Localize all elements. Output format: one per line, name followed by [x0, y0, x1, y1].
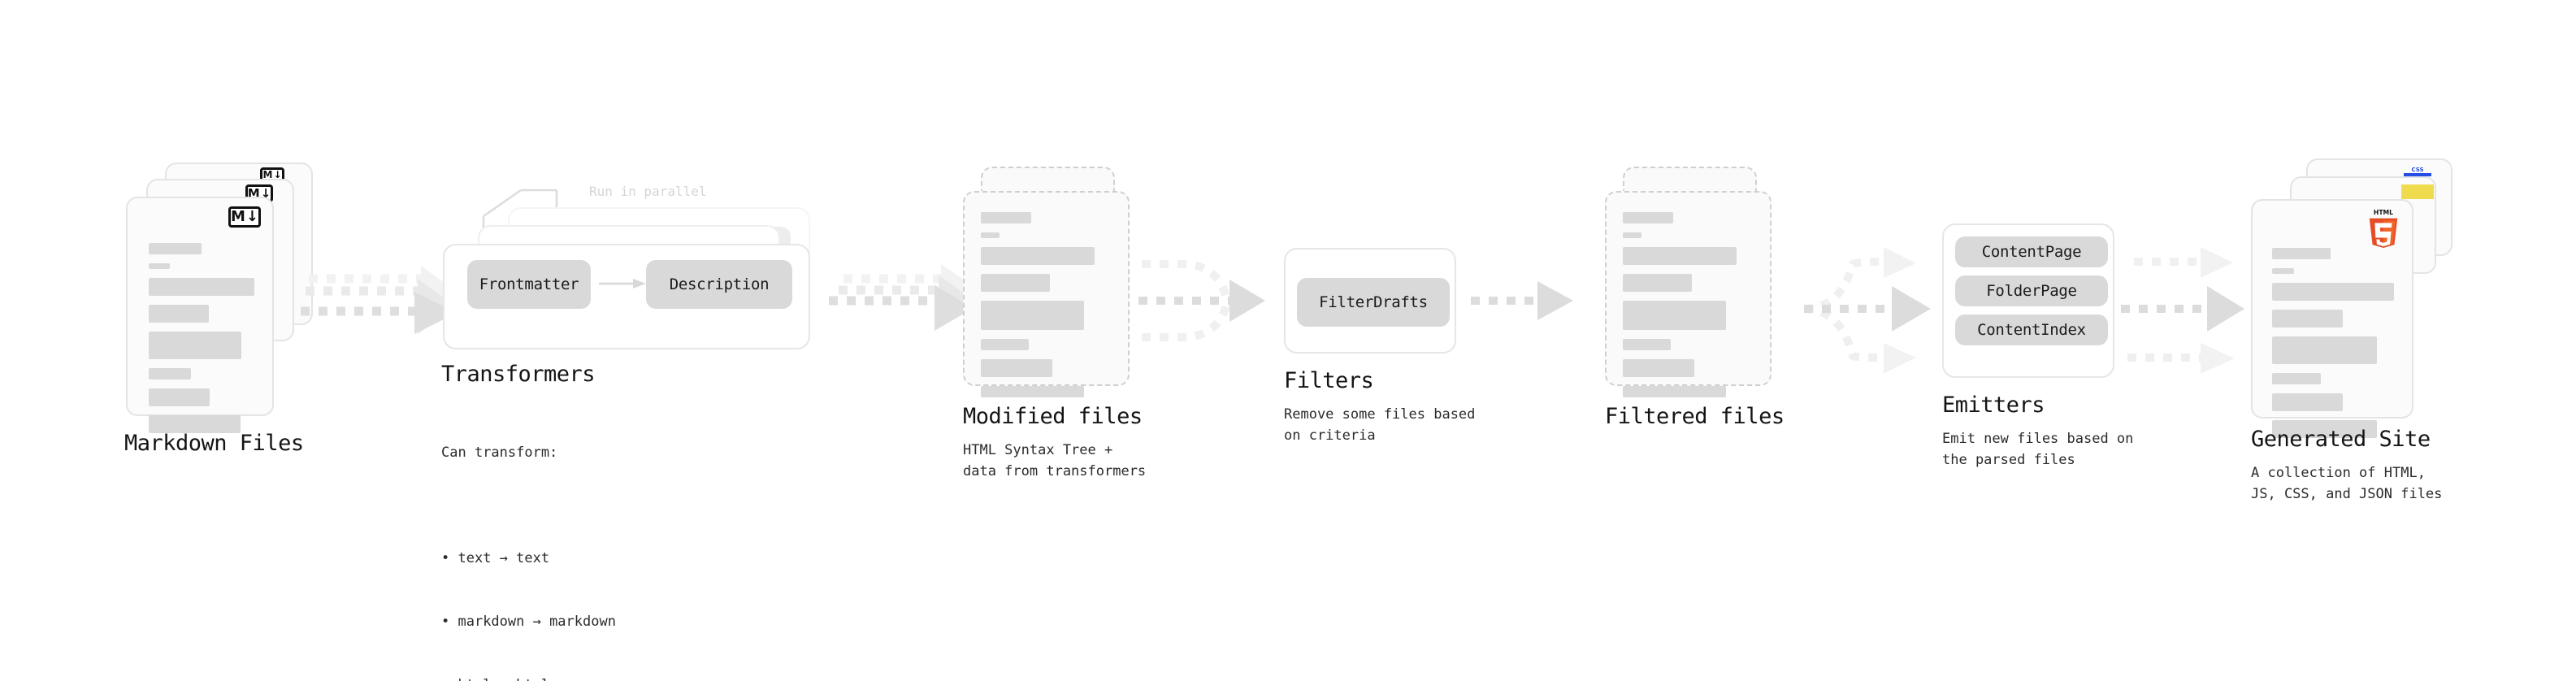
html5-icon: HTML	[2369, 209, 2398, 248]
markdown-skeleton-lines	[149, 243, 254, 442]
markdown-card-front: M↓	[126, 197, 274, 433]
site-card-front: HTML	[2251, 199, 2413, 438]
chip-filterdrafts[interactable]: FilterDrafts	[1297, 278, 1450, 327]
run-in-parallel-leader	[482, 189, 558, 232]
stage-title-modified-files: Modified files	[963, 404, 1143, 429]
markdown-icon-letter: M	[262, 169, 273, 180]
modified-files-subtitle: HTML Syntax Tree + data from transformer…	[963, 442, 1147, 479]
transformers-subtitle: Can transform: text → text markdown → ma…	[441, 400, 616, 681]
stage-modified-files: Modified files HTML Syntax Tree + data f…	[963, 167, 1146, 479]
site-skeleton-lines	[2272, 248, 2394, 447]
modified-card-front	[963, 191, 1130, 397]
js-icon	[2401, 184, 2434, 199]
transformers-subtitle-heading: Can transform:	[441, 445, 558, 461]
css3-icon-label: CSS	[2411, 167, 2424, 173]
filtered-card-front	[1605, 191, 1772, 397]
chip-contentpage[interactable]: ContentPage	[1955, 236, 2108, 267]
generated-site-subtitle: A collection of HTML, JS, CSS, and JSON …	[2251, 465, 2443, 502]
emitters-subtitle: Emit new files based on the parsed files	[1942, 431, 2134, 468]
modified-skeleton-lines	[981, 212, 1113, 406]
chip-description[interactable]: Description	[646, 260, 792, 309]
filtered-card-stack	[1605, 167, 1780, 427]
markdown-icon: M↓	[228, 206, 261, 228]
stage-title-markdown-files: Markdown Files	[124, 431, 304, 456]
connector-filtered-to-emitters	[1803, 247, 1931, 374]
stage-filtered-files: Filtered files	[1605, 167, 1785, 429]
modified-card-stack	[963, 167, 1138, 427]
transform-item-2: html → html	[441, 674, 616, 681]
stage-title-transformers: Transformers	[441, 362, 596, 387]
markdown-card-stack: M↓ M↓ M↓	[126, 163, 313, 433]
stage-title-filtered-files: Filtered files	[1605, 404, 1785, 429]
stage-generated-site: CSS HTML	[2251, 158, 2462, 502]
chip-frontmatter[interactable]: Frontmatter	[467, 260, 591, 309]
transform-item-0: text → text	[441, 548, 616, 569]
stage-title-generated-site: Generated Site	[2251, 427, 2431, 452]
chip-folderpage[interactable]: FolderPage	[1955, 275, 2108, 306]
markdown-icon-arrow: ↓	[273, 169, 282, 180]
connector-modified-to-filters	[1138, 260, 1265, 341]
filtered-skeleton-lines	[1623, 212, 1755, 406]
connector-filters-to-filtered	[1471, 281, 1573, 320]
filters-subtitle: Remove some files based on criteria	[1284, 406, 1476, 444]
svg-text:HTML: HTML	[2374, 209, 2393, 216]
emitters-group: ContentPage FolderPage ContentIndex	[1942, 223, 2114, 378]
connector-transformers-to-modified	[829, 264, 977, 331]
stage-markdown-files: M↓ M↓ M↓	[124, 163, 313, 456]
chip-contentindex[interactable]: ContentIndex	[1955, 314, 2108, 345]
connector-emitters-to-site	[2121, 247, 2244, 374]
connector-md-to-transformers	[301, 266, 459, 334]
css3-icon: CSS	[2404, 167, 2431, 178]
stage-title-filters: Filters	[1284, 368, 1374, 393]
stage-title-emitters: Emitters	[1942, 393, 2045, 418]
site-card-stack: CSS HTML	[2251, 158, 2462, 438]
transformer-group-front: Frontmatter Description	[443, 244, 810, 349]
filters-group: FilterDrafts	[1284, 248, 1456, 354]
chip-arrow-front	[599, 279, 646, 288]
transform-item-1: markdown → markdown	[441, 611, 615, 632]
run-in-parallel-label: Run in parallel	[589, 184, 707, 199]
